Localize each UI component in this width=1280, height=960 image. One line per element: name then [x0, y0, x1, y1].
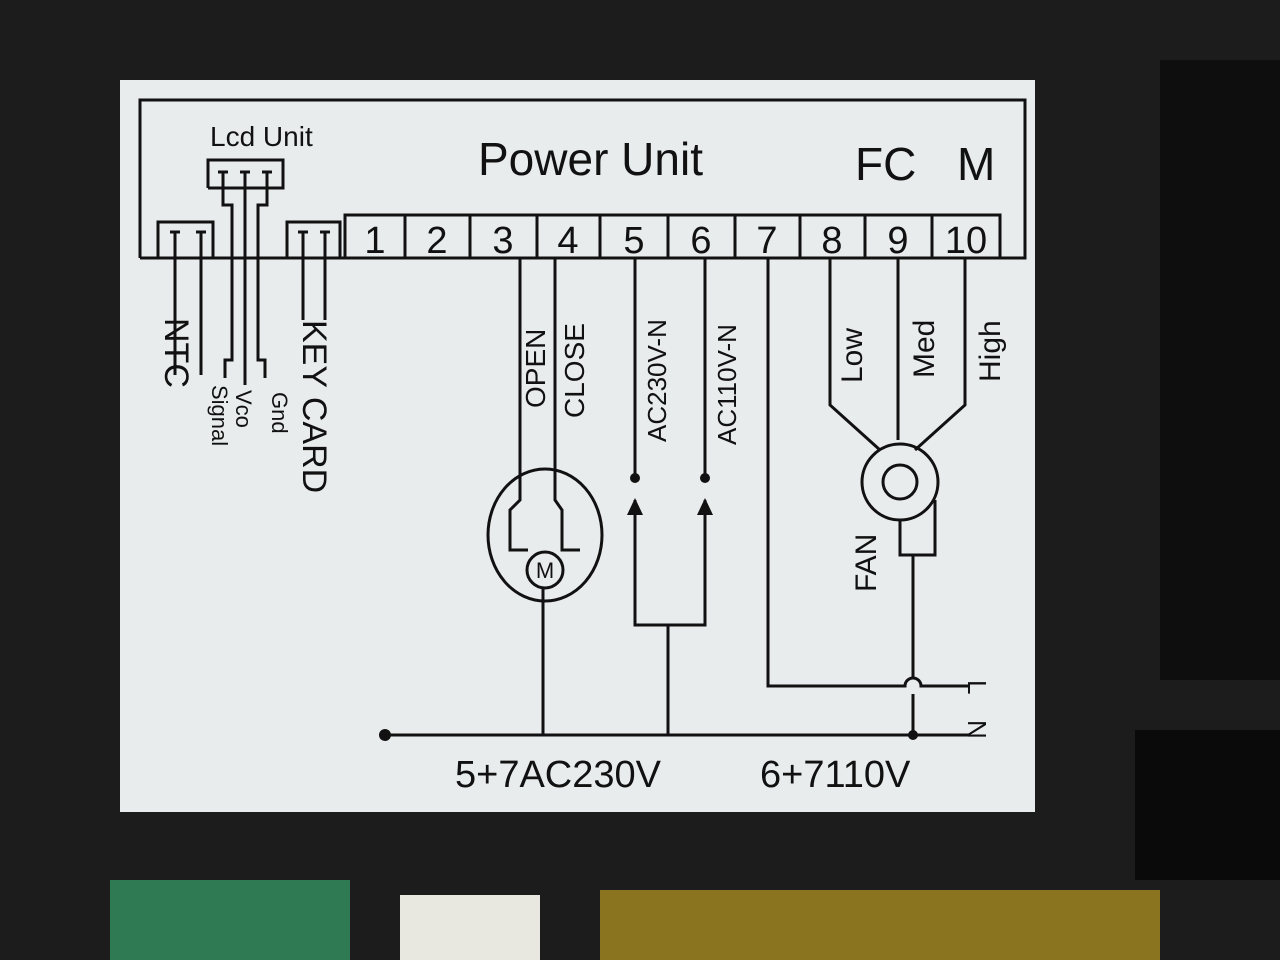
pcb-connector	[400, 895, 540, 960]
terminal-3: 3	[492, 220, 513, 262]
terminal-5: 5	[623, 220, 644, 262]
terminal-4: 4	[557, 220, 578, 262]
diagram-label	[120, 80, 1035, 812]
ntc-label: NTC	[157, 318, 195, 388]
terminal-9: 9	[887, 220, 908, 262]
lcd-unit-label: Lcd Unit	[210, 121, 313, 152]
footer-ac230: 5+7AC230V	[455, 754, 662, 796]
signal-label: Signal	[207, 385, 232, 446]
terminal-numbers: 1 2 3 4 5 6 7 8 9 10	[364, 220, 987, 262]
terminal-1: 1	[364, 220, 385, 262]
m-label: M	[957, 138, 995, 190]
footer-ac110: 6+7110V	[760, 754, 911, 796]
gnd-label: Gnd	[267, 392, 292, 434]
pcb	[110, 880, 350, 960]
ac110-label: AC110V-N	[712, 324, 742, 445]
close-label: CLOSE	[559, 323, 590, 418]
open-label: OPEN	[520, 329, 551, 408]
n-label: N	[962, 720, 992, 739]
terminal-7: 7	[756, 220, 777, 262]
l-label: L	[962, 680, 992, 694]
terminal-6: 6	[690, 220, 711, 262]
high-label: High	[974, 320, 1007, 382]
motor-label: M	[536, 558, 554, 583]
terminal-10: 10	[945, 220, 987, 262]
ac230-label: AC230V-N	[642, 319, 672, 442]
power-unit-title: Power Unit	[478, 133, 703, 185]
terminal-8: 8	[821, 220, 842, 262]
housing-clip	[1160, 60, 1280, 680]
pcb-terminal-block	[600, 890, 1160, 960]
fan-label: FAN	[850, 534, 883, 592]
terminal-2: 2	[426, 220, 447, 262]
med-label: Med	[908, 320, 941, 378]
key-card-label: KEY CARD	[295, 320, 333, 493]
low-label: Low	[836, 328, 869, 383]
diagram-lines	[138, 98, 1027, 741]
fc-label: FC	[855, 138, 916, 190]
vco-label: Vco	[231, 390, 256, 428]
housing-connector	[1135, 730, 1280, 880]
